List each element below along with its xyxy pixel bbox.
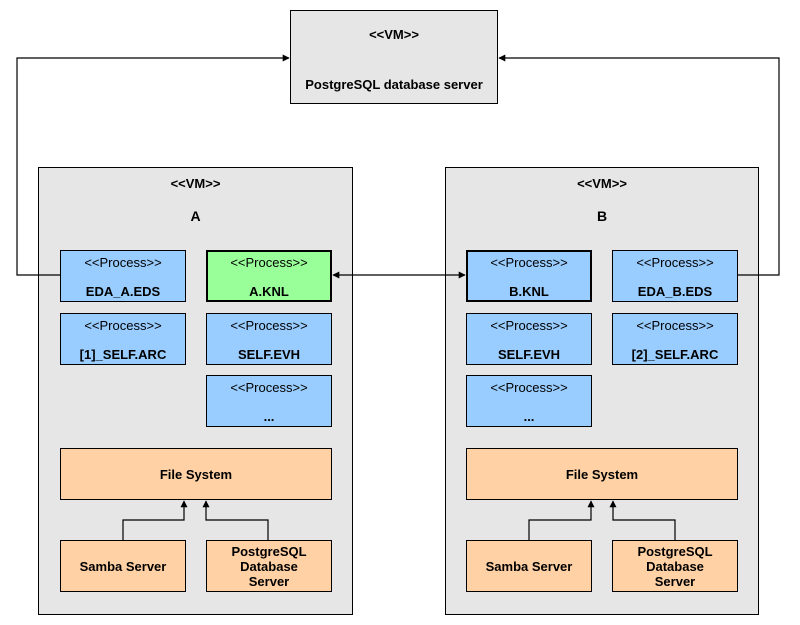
file-system-a: File System bbox=[60, 448, 332, 500]
connector-eda-b-to-db bbox=[498, 54, 780, 276]
process-1-self-arc: <<Process>> [1]_SELF.ARC bbox=[60, 313, 186, 365]
postgresql-server-label: PostgreSQL Database Server bbox=[231, 543, 307, 589]
process-stereotype: <<Process>> bbox=[490, 380, 568, 395]
connector-postgres-b-to-fs bbox=[609, 500, 676, 540]
process-b-knl: <<Process>> B.KNL bbox=[466, 250, 592, 302]
process-stereotype: <<Process>> bbox=[230, 255, 308, 270]
process-stereotype: <<Process>> bbox=[230, 380, 308, 395]
process-name: SELF.EVH bbox=[497, 347, 561, 362]
connector-samba-a-to-fs bbox=[122, 500, 188, 540]
connector-postgres-a-to-fs bbox=[202, 500, 269, 540]
connector-samba-b-to-fs bbox=[528, 500, 595, 540]
file-system-label: File System bbox=[565, 466, 639, 482]
process-stereotype: <<Process>> bbox=[84, 318, 162, 333]
postgresql-server-b: PostgreSQL Database Server bbox=[612, 540, 738, 592]
process-name: [1]_SELF.ARC bbox=[79, 347, 167, 362]
process-ellipsis-b: <<Process>> ... bbox=[466, 375, 592, 427]
db-vm-node: <<VM>> PostgreSQL database server bbox=[290, 10, 498, 104]
process-2-self-arc: <<Process>> [2]_SELF.ARC bbox=[612, 313, 738, 365]
vm-a-stereotype: <<VM>> bbox=[170, 176, 221, 191]
vm-b-name: B bbox=[596, 208, 608, 224]
process-stereotype: <<Process>> bbox=[490, 318, 568, 333]
process-name: ... bbox=[263, 409, 275, 424]
process-stereotype: <<Process>> bbox=[230, 318, 308, 333]
samba-server-b: Samba Server bbox=[466, 540, 592, 592]
process-name: SELF.EVH bbox=[237, 347, 301, 362]
process-name: ... bbox=[523, 409, 535, 424]
vm-b-stereotype: <<VM>> bbox=[577, 176, 627, 191]
process-eda-a-eds: <<Process>> EDA_A.EDS bbox=[60, 250, 186, 302]
process-name: B.KNL bbox=[509, 284, 549, 299]
samba-server-label: Samba Server bbox=[485, 558, 573, 574]
file-system-b: File System bbox=[466, 448, 738, 500]
samba-server-a: Samba Server bbox=[60, 540, 186, 592]
postgresql-server-label: PostgreSQL Database Server bbox=[637, 543, 713, 589]
process-stereotype: <<Process>> bbox=[490, 255, 568, 270]
process-name: A.KNL bbox=[249, 284, 289, 299]
postgresql-server-a: PostgreSQL Database Server bbox=[206, 540, 332, 592]
process-ellipsis-a: <<Process>> ... bbox=[206, 375, 332, 427]
process-self-evh-b: <<Process>> SELF.EVH bbox=[466, 313, 592, 365]
db-vm-stereotype: <<VM>> bbox=[369, 27, 419, 42]
connector-eda-a-to-db bbox=[16, 54, 290, 276]
process-stereotype: <<Process>> bbox=[636, 318, 714, 333]
samba-server-label: Samba Server bbox=[79, 558, 167, 574]
vm-a-name: A bbox=[190, 208, 201, 224]
process-self-evh-a: <<Process>> SELF.EVH bbox=[206, 313, 332, 365]
db-vm-name: PostgreSQL database server bbox=[305, 77, 483, 92]
process-name: EDA_A.EDS bbox=[85, 284, 161, 299]
process-name: EDA_B.EDS bbox=[637, 284, 713, 299]
process-name: [2]_SELF.ARC bbox=[631, 347, 719, 362]
process-stereotype: <<Process>> bbox=[636, 255, 714, 270]
process-a-knl: <<Process>> A.KNL bbox=[206, 250, 332, 302]
file-system-label: File System bbox=[159, 466, 233, 482]
process-stereotype: <<Process>> bbox=[84, 255, 162, 270]
process-eda-b-eds: <<Process>> EDA_B.EDS bbox=[612, 250, 738, 302]
